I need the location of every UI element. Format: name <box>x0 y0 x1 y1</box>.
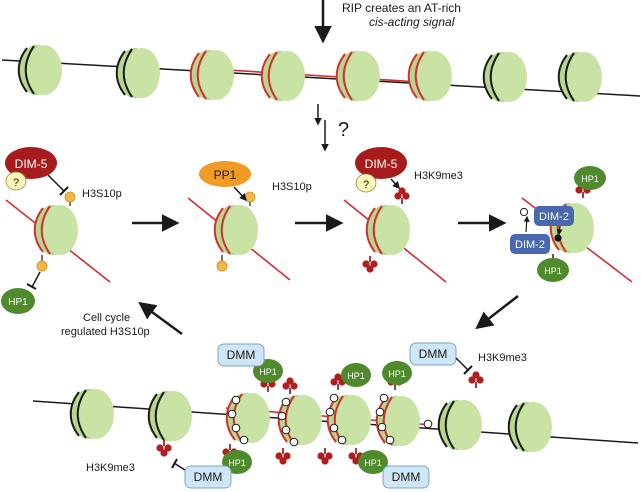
stage-2: PP1 H3S10p <box>187 161 312 281</box>
nucleosome <box>557 51 603 103</box>
dmm-protein <box>409 342 457 366</box>
hp1-label: HP1 <box>544 266 562 276</box>
nucleosome <box>147 390 193 442</box>
phospho-circle-icon <box>216 260 228 272</box>
diagonal-arrow-icon <box>556 225 563 236</box>
h3k9me3-label: H3K9me3 <box>86 462 135 474</box>
methyl-cluster-icon <box>274 447 292 466</box>
rip-label-line1: RIP creates an AT-rich <box>342 1 461 15</box>
h3s10p-label: H3S10p <box>272 181 312 193</box>
diagonal-arrow-icon <box>138 301 183 336</box>
stage-4: HP1 HP1 DIM-2 DIM-2 <box>510 166 633 283</box>
question-bubble <box>5 171 27 191</box>
methyl-cluster-icon <box>467 370 485 389</box>
dmm-protein <box>217 343 265 367</box>
dmm-protein <box>184 465 232 489</box>
cell-cycle-label-line2: regulated H3S10p <box>61 326 150 338</box>
h3k9me3-label: H3K9me3 <box>414 170 463 182</box>
question-mark: ? <box>338 119 349 141</box>
top-chromatin-row <box>1 44 641 103</box>
inhibition-bar-icon <box>171 458 186 471</box>
hp1-label: HP1 <box>388 369 406 379</box>
nucleosome <box>17 44 63 96</box>
diagonal-arrow-icon <box>523 215 530 233</box>
hp1-label: HP1 <box>8 297 28 308</box>
cell-cycle-label-line1: Cell cycle <box>83 312 130 324</box>
hp1-protein <box>382 361 412 385</box>
methyl-cluster-icon <box>316 447 334 466</box>
stage-3: DIM-5 ? H3K9me3 <box>343 147 463 283</box>
nucleosome <box>69 388 115 440</box>
dim5-label: DIM-5 <box>365 157 398 171</box>
hp1-protein <box>341 363 371 387</box>
question-mark: ? <box>363 179 369 191</box>
methyl-cluster-icon <box>393 186 411 205</box>
nucleosome <box>115 47 161 99</box>
dim2-label: DIM-2 <box>515 239 545 251</box>
nucleosome-marked <box>335 50 381 102</box>
dmm-label: DMM <box>194 470 223 484</box>
inhibition-bar-icon <box>455 357 473 375</box>
phospho-circle-icon <box>244 191 256 203</box>
hp1-protein <box>574 166 606 190</box>
diagonal-arrow-icon <box>475 295 519 330</box>
dim2-label: DIM-2 <box>539 211 569 223</box>
rip-label-line2: cis-acting signal <box>369 15 455 29</box>
bottom-chromatin-row: HP1 HP1 HP1 HP1 HP1 DMM DMM DMM DMM H3K9… <box>32 342 639 489</box>
hp1-protein <box>358 450 388 474</box>
phospho-circle-icon <box>36 260 48 272</box>
hp1-label: HP1 <box>259 367 277 377</box>
stage-1: DIM-5 ? HP1 H3S10p <box>1 147 122 314</box>
phospho-circle-icon <box>64 191 76 203</box>
methylated-dna-marks <box>227 393 433 447</box>
dmm-protein <box>382 465 430 489</box>
nucleosome-marked <box>326 394 372 446</box>
dmm-label: DMM <box>392 470 421 484</box>
h3k9me3-label: H3K9me3 <box>478 352 527 364</box>
dim5-label: DIM-5 <box>15 157 48 171</box>
hp1-label: HP1 <box>581 174 599 184</box>
inhibition-bar-icon <box>47 174 69 196</box>
methyl-cluster-icon <box>281 376 299 395</box>
diagonal-arrow-icon <box>233 186 248 202</box>
question-bubble <box>355 173 377 193</box>
h3s10p-label: H3S10p <box>82 188 122 200</box>
dmm-label: DMM <box>227 348 256 362</box>
nucleosome <box>437 399 483 451</box>
nucleosome-marked <box>260 50 306 102</box>
nucleosome-marked <box>375 395 421 447</box>
diagonal-arrow-icon <box>390 178 400 190</box>
pp1-label: PP1 <box>214 168 237 182</box>
dim2-enzyme <box>534 206 574 226</box>
nucleosome-marked <box>365 204 411 256</box>
hp1-label: HP1 <box>364 458 382 468</box>
hp1-label: HP1 <box>347 371 365 381</box>
nucleosome-marked <box>189 49 235 101</box>
dim2-enzyme <box>510 234 550 254</box>
hp1-label: HP1 <box>228 458 246 468</box>
pp1-enzyme <box>199 161 251 187</box>
hp1-protein <box>1 288 35 314</box>
nucleosome-marked <box>213 204 259 256</box>
nucleosome-marked <box>407 50 453 102</box>
nucleosome <box>482 51 528 103</box>
nucleosome-marked <box>33 204 79 256</box>
nucleosome <box>507 401 553 453</box>
dim5-enzyme <box>5 147 57 179</box>
hp1-protein <box>537 258 569 282</box>
methyl-cluster-icon <box>155 439 173 458</box>
dim5-enzyme <box>355 147 407 179</box>
dmm-label: DMM <box>419 347 448 361</box>
inhibition-bar-icon <box>26 271 41 290</box>
question-mark: ? <box>13 177 19 189</box>
methyl-cluster-icon <box>361 255 379 274</box>
